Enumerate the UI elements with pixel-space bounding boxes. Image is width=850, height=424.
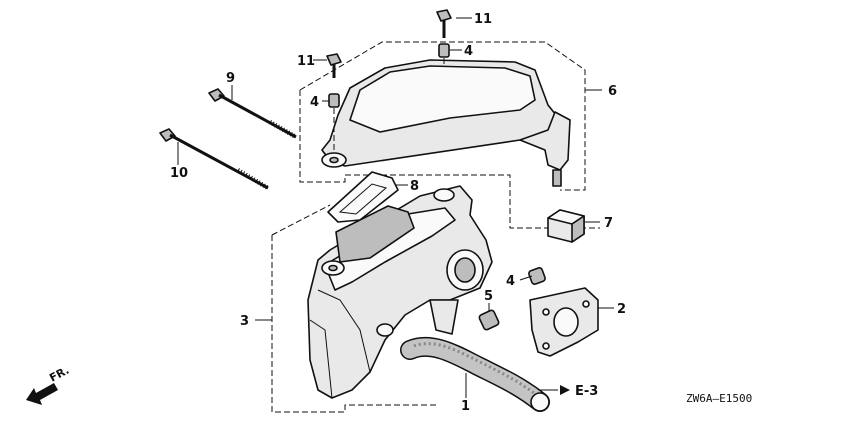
screw-11-left[interactable] xyxy=(326,53,342,78)
collar-4-left[interactable] xyxy=(328,93,340,108)
air-cleaner-cover[interactable] xyxy=(321,59,571,187)
collar-4-right[interactable] xyxy=(528,267,546,285)
callout-7: 7 xyxy=(604,216,613,231)
reference-label: E-3 xyxy=(575,384,598,399)
collar-4-top[interactable] xyxy=(438,43,450,58)
screw-11-top[interactable] xyxy=(436,9,452,38)
callout-4-right: 4 xyxy=(506,274,515,289)
callout-2: 2 xyxy=(617,302,626,317)
callout-10: 10 xyxy=(170,166,188,181)
front-label: FR. xyxy=(47,364,71,385)
reference-e3[interactable]: E-3 xyxy=(560,384,598,399)
housing-group-outline xyxy=(271,204,438,413)
drawing-code: ZW6A—E1500 xyxy=(686,392,752,405)
collar-5[interactable] xyxy=(478,309,500,331)
air-cleaner-housing[interactable] xyxy=(307,185,493,399)
callout-11-left: 11 xyxy=(297,54,315,69)
callout-4-top: 4 xyxy=(464,44,473,59)
breather-tube[interactable] xyxy=(400,336,550,412)
bolt-9[interactable] xyxy=(208,88,298,139)
callout-4-left: 4 xyxy=(310,95,319,110)
callout-1: 1 xyxy=(461,399,470,414)
callout-8: 8 xyxy=(410,179,419,194)
rubber-block-7[interactable] xyxy=(547,209,585,243)
cover-group-outline xyxy=(299,41,600,229)
air-filter-element[interactable] xyxy=(327,171,399,223)
callout-5: 5 xyxy=(484,289,493,304)
callout-3: 3 xyxy=(240,314,249,329)
callout-11-top: 11 xyxy=(474,12,492,27)
callout-9: 9 xyxy=(226,71,235,86)
front-direction-arrow: FR. xyxy=(26,364,71,405)
gasket-2[interactable] xyxy=(529,287,599,357)
callout-6: 6 xyxy=(608,84,617,99)
bolt-10[interactable] xyxy=(159,128,270,190)
